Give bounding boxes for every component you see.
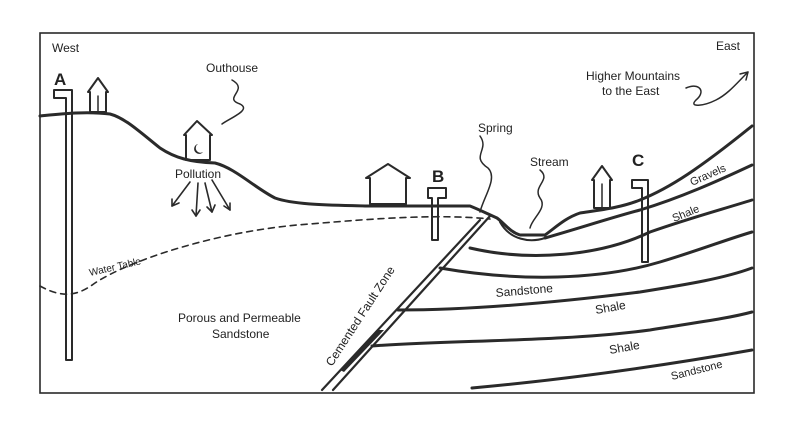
label-shale-2: Shale — [594, 298, 627, 317]
label-porous-2: Sandstone — [212, 327, 270, 341]
house-center — [365, 163, 411, 205]
fault-zone-cement — [340, 330, 384, 372]
fault-zone-line — [331, 214, 492, 392]
house-west — [87, 77, 109, 113]
stratum-gravels-base — [543, 163, 754, 240]
label-east: East — [716, 39, 741, 53]
well-b — [427, 187, 447, 241]
stratum-sandstone-top — [438, 230, 754, 279]
stratum-shale-3-top — [370, 310, 754, 348]
label-well-a: A — [54, 70, 66, 89]
house-east — [591, 165, 613, 209]
label-sandstone-1: Sandstone — [495, 281, 554, 300]
label-west: West — [52, 41, 80, 55]
mountains-pointer — [685, 71, 749, 106]
diagram-frame — [39, 32, 755, 394]
ground-surface — [38, 111, 754, 237]
spring-pointer — [479, 135, 493, 213]
outhouse-pointer — [221, 79, 245, 125]
label-water-table: Water Table — [88, 256, 142, 279]
stratum-shale-top — [468, 198, 754, 257]
label-mountains-2: to the East — [602, 84, 660, 98]
label-well-b: B — [432, 167, 444, 186]
label-stream: Stream — [530, 155, 569, 169]
label-shale-3: Shale — [608, 338, 641, 357]
label-outhouse: Outhouse — [206, 61, 258, 75]
stratum-sandstone-2-top — [470, 348, 754, 390]
stream-pointer — [529, 169, 545, 229]
pollution-arrows — [171, 179, 231, 217]
outhouse — [183, 120, 213, 161]
mountains-arrowhead — [739, 71, 749, 81]
label-porous-1: Porous and Permeable — [178, 311, 301, 325]
label-pollution: Pollution — [175, 167, 221, 181]
stream-bed — [499, 221, 546, 242]
stratum-shale-2-top — [396, 266, 754, 312]
label-spring: Spring — [478, 121, 513, 135]
label-mountains-1: Higher Mountains — [586, 69, 680, 83]
label-well-c: C — [632, 151, 644, 170]
well-a — [53, 89, 73, 361]
well-c — [631, 179, 649, 263]
water-table-line — [39, 215, 491, 295]
